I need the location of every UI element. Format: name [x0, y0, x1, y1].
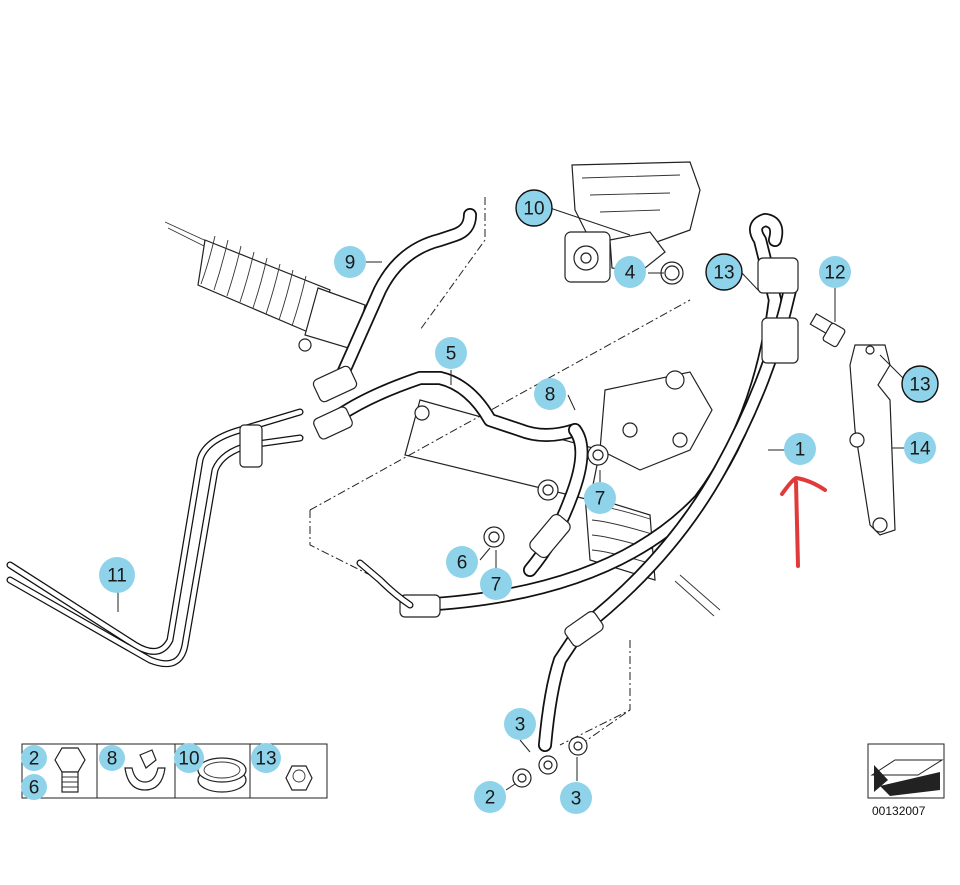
legend-clip-icon: [124, 749, 166, 791]
steering-valve-housing: [404, 370, 721, 617]
steering-rack-boot: [164, 221, 366, 352]
callout-10-label: 10: [523, 199, 544, 220]
seal-rings: [483, 261, 684, 788]
callout-7-circle: [480, 568, 512, 600]
callout-3-label: 3: [571, 789, 582, 810]
callout-3-circle: [504, 708, 536, 740]
callout-6-circle: [446, 546, 478, 578]
callout-1-circle: [784, 433, 816, 465]
callout-13-label: 13: [909, 375, 930, 396]
callout-5: 5: [435, 337, 467, 369]
callout-4-circle: [614, 256, 646, 288]
callout-11: 11: [99, 557, 135, 593]
leader-lines: [117, 207, 906, 791]
callout-2-label: 2: [485, 788, 496, 809]
callout-4-label: 4: [625, 263, 636, 284]
legend-hose-clamp-icon: [197, 757, 247, 793]
callout-7-label: 7: [595, 489, 606, 510]
legend-callout-10-label: 10: [178, 749, 199, 770]
callout-2-circle: [474, 781, 506, 813]
callout-10-circle: [515, 189, 553, 227]
callout-6: 6: [446, 546, 478, 578]
callout-3-circle: [560, 782, 592, 814]
callout-13-circle: [705, 253, 743, 291]
callout-14-label: 14: [909, 439, 931, 460]
callout-7-circle: [584, 482, 616, 514]
callout-10: 10: [515, 189, 553, 227]
callout-14-circle: [904, 432, 936, 464]
callout-9: 9: [334, 246, 366, 278]
legend-callout-2: 2: [21, 745, 47, 771]
callout-12-circle: [819, 256, 851, 288]
legend-callout-2-circle: [21, 745, 47, 771]
assembly-lines: [309, 197, 691, 746]
callout-2: 2: [474, 781, 506, 813]
legend-callout-10-circle: [174, 743, 204, 773]
callout-5-circle: [435, 337, 467, 369]
bolt-12: [809, 312, 846, 348]
cooler-pipe: [6, 408, 304, 668]
pressure-hose-1: [356, 213, 799, 775]
legend-callout-6-label: 6: [29, 778, 40, 799]
callout-4: 4: [614, 256, 646, 288]
bracket-14: [849, 344, 896, 536]
legend-callout-6: 6: [21, 774, 47, 800]
legend-callout-13-circle: [251, 743, 281, 773]
callout-8-label: 8: [545, 385, 556, 406]
return-hose-5: [313, 371, 582, 442]
legend-nut-icon: [285, 765, 313, 791]
legend-callout-13-label: 13: [255, 749, 276, 770]
callout-6-label: 6: [457, 553, 468, 574]
legend-callout-6-circle: [21, 774, 47, 800]
return-hose-9: [312, 208, 477, 403]
legend-callout-2-label: 2: [29, 749, 40, 770]
callout-13: 13: [901, 365, 939, 403]
callout-12: 12: [819, 256, 851, 288]
legend-callout-layer: 2 6 8 10 13: [21, 743, 281, 800]
callout-11-label: 11: [107, 566, 127, 587]
callout-3: 3: [560, 782, 592, 814]
legend-callout-8: 8: [99, 745, 125, 771]
callout-8: 8: [534, 378, 566, 410]
callout-12-label: 12: [824, 263, 845, 284]
legend-callout-13: 13: [251, 743, 281, 773]
page-arrow-icon: [867, 743, 945, 799]
callout-7: 7: [584, 482, 616, 514]
legend-bolt-icon: [54, 747, 86, 793]
callout-13: 13: [705, 253, 743, 291]
callout-7-label: 7: [491, 575, 502, 596]
legend-callout-10: 10: [174, 743, 204, 773]
callout-14: 14: [904, 432, 936, 464]
callout-7: 7: [480, 568, 512, 600]
callout-8-circle: [534, 378, 566, 410]
callout-5-label: 5: [446, 344, 457, 365]
callout-layer: 10 9 4 13 12 5 8 13 1 14 7 6 7 11 3 2 3: [99, 189, 939, 814]
callout-13-circle: [901, 365, 939, 403]
callout-11-circle: [99, 557, 135, 593]
red-arrow-up-icon: [780, 476, 827, 568]
callout-13-label: 13: [713, 263, 734, 284]
return-hose-8: [523, 423, 589, 577]
callout-9-circle: [334, 246, 366, 278]
callout-1-label: 1: [795, 440, 806, 461]
legend-callout-8-label: 8: [107, 749, 118, 770]
callout-1: 1: [784, 433, 816, 465]
legend-callout-8-circle: [99, 745, 125, 771]
drawing-code: 00132007: [872, 804, 926, 818]
parts-legend: [21, 743, 328, 799]
callout-3: 3: [504, 708, 536, 740]
callout-3-label: 3: [515, 715, 526, 736]
callout-9-label: 9: [345, 253, 356, 274]
